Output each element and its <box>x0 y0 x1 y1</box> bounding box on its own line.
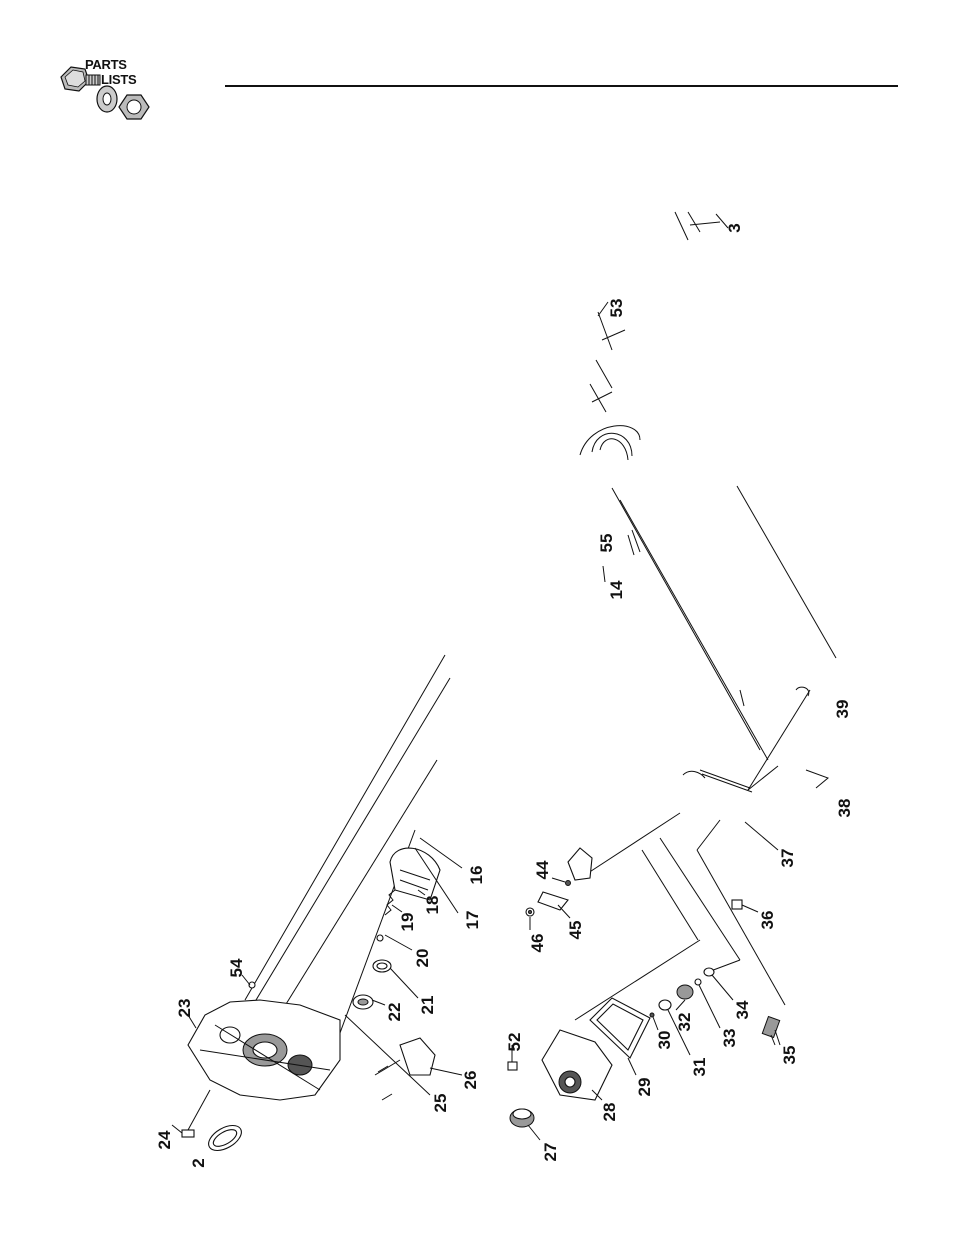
callout-33: 33 <box>720 1029 739 1048</box>
callout-54: 54 <box>227 958 246 977</box>
callout-35: 35 <box>780 1046 799 1065</box>
callout-leader-44 <box>552 878 565 882</box>
callout-44: 44 <box>533 860 552 879</box>
callout-20: 20 <box>413 949 432 968</box>
callout-26: 26 <box>461 1071 480 1090</box>
callout-leader-32 <box>676 1000 685 1010</box>
callout-leader-35 <box>775 1030 780 1045</box>
callout-17: 17 <box>463 911 482 930</box>
callout-leader-30 <box>653 1017 658 1030</box>
callout-leader-21 <box>390 968 418 998</box>
callout-31: 31 <box>690 1058 709 1077</box>
callout-18: 18 <box>423 896 442 915</box>
callout-leader-19 <box>392 905 402 912</box>
callout-16: 16 <box>467 866 486 885</box>
callout-3: 3 <box>725 223 744 232</box>
callout-leader-20 <box>385 935 412 950</box>
callout-30: 30 <box>655 1031 674 1050</box>
callout-2: 2 <box>189 1158 208 1167</box>
callout-39: 39 <box>833 700 852 719</box>
callout-23: 23 <box>175 999 194 1018</box>
callout-46: 46 <box>528 934 547 953</box>
callout-leader-37 <box>745 822 778 850</box>
callout-leader-22 <box>372 1000 385 1005</box>
callout-leader-45 <box>558 905 570 918</box>
callout-28: 28 <box>600 1103 619 1122</box>
callout-leader-36 <box>742 905 758 912</box>
callout-14: 14 <box>607 580 626 599</box>
callout-27: 27 <box>541 1143 560 1162</box>
callout-37: 37 <box>778 849 797 868</box>
callout-leader-14 <box>603 566 605 582</box>
callout-29: 29 <box>635 1078 654 1097</box>
callout-leader-33 <box>699 985 720 1028</box>
callout-45: 45 <box>566 921 585 940</box>
callout-19: 19 <box>398 913 417 932</box>
callout-38: 38 <box>835 799 854 818</box>
callout-24: 24 <box>155 1130 174 1149</box>
callout-25: 25 <box>431 1094 450 1113</box>
callout-leader-29 <box>628 1058 636 1075</box>
callout-36: 36 <box>758 911 777 930</box>
callout-32: 32 <box>675 1013 694 1032</box>
callout-52: 52 <box>505 1033 524 1052</box>
callout-leader-34 <box>712 975 733 1000</box>
callout-34: 34 <box>733 1000 752 1019</box>
callout-22: 22 <box>385 1003 404 1022</box>
callout-55: 55 <box>597 534 616 553</box>
callout-21: 21 <box>418 996 437 1015</box>
callout-leader-27 <box>528 1125 540 1140</box>
callout-53: 53 <box>607 299 626 318</box>
callout-leader-26 <box>430 1068 462 1075</box>
